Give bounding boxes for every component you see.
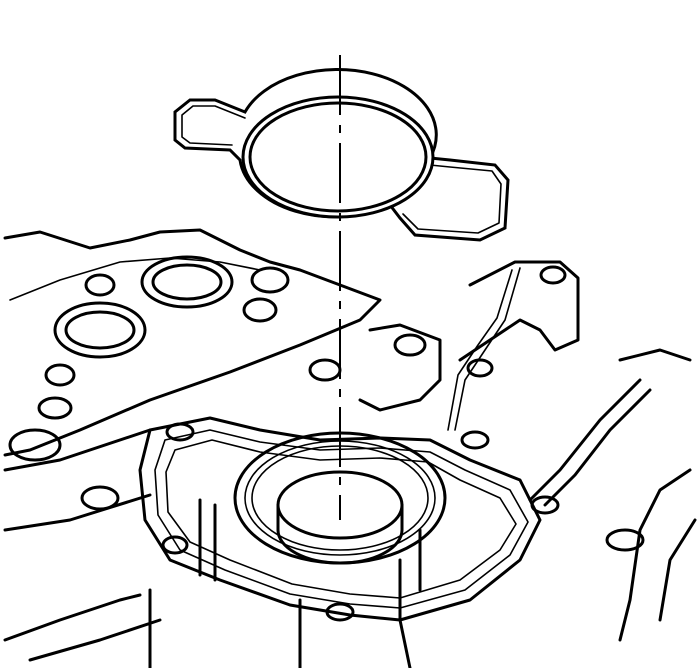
gasket — [173, 68, 510, 242]
engine-housing — [3, 228, 697, 668]
